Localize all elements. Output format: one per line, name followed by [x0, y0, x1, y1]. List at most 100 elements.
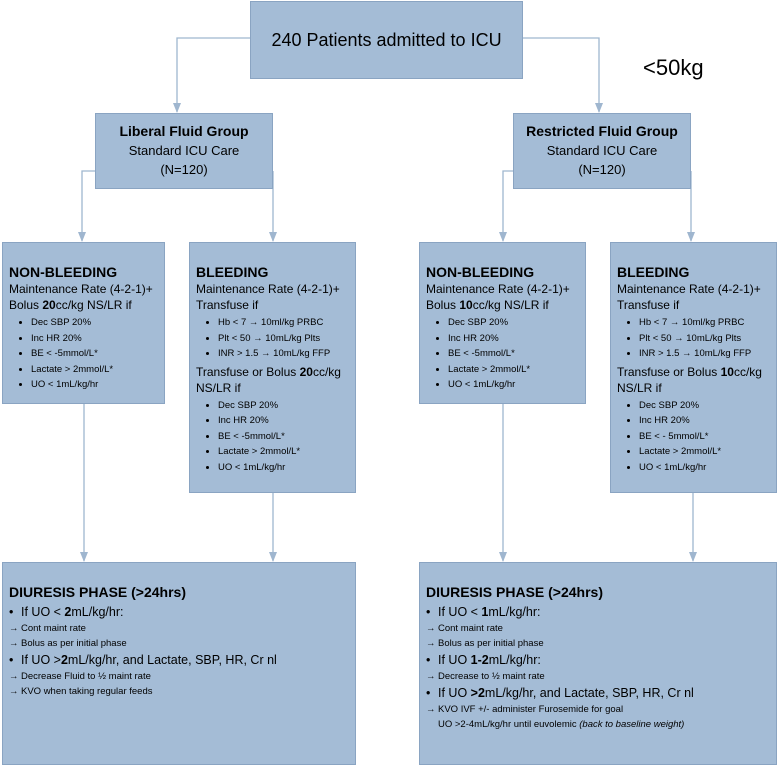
liberal-nonbleeding-criteria: Dec SBP 20% Inc HR 20% BE < -5mmol/L* La… — [9, 315, 158, 393]
restricted-group-n: (N=120) — [578, 162, 626, 177]
liberal-bleeding-maintenance: Maintenance Rate (4-2-1)+ — [196, 282, 340, 296]
liberal-group-subtitle: Standard ICU Care — [128, 143, 240, 158]
arrow-right-icon: → — [426, 623, 436, 634]
criteria-item: Lactate > 2mmol/L* — [31, 362, 158, 378]
liberal-group-box: Liberal Fluid Group Standard ICU Care (N… — [95, 113, 273, 189]
liberal-group-n: (N=120) — [160, 162, 208, 177]
condition-threshold: 1 — [481, 605, 489, 619]
tb-prefix: Transfuse or Bolus — [617, 364, 721, 379]
restricted-nonbleeding-bolus: Bolus 10cc/kg NS/LR if — [426, 297, 579, 313]
condition-suffix: mL/kg/hr: — [71, 605, 124, 619]
restricted-diuresis-action-4: →KVO IVF +/- administer Furosemide for g… — [426, 702, 770, 717]
restricted-group-subtitle: Standard ICU Care — [546, 143, 658, 158]
connector-top-to-restricted — [523, 37, 603, 113]
liberal-diuresis-title: DIURESIS PHASE (>24hrs) — [9, 584, 186, 600]
action-note: (back to baseline weight) — [579, 719, 685, 730]
transfuse-item: INR > 1.5 → 10mL/kg FFP — [218, 346, 349, 362]
condition-suffix: mL/kg/hr: — [488, 653, 541, 667]
liberal-nonbleeding-bolus: Bolus 20cc/kg NS/LR if — [9, 297, 158, 313]
icu-admission-title: 240 Patients admitted to ICU — [271, 29, 502, 50]
restricted-diuresis-title: DIURESIS PHASE (>24hrs) — [426, 584, 603, 600]
restricted-group-box: Restricted Fluid Group Standard ICU Care… — [513, 113, 691, 189]
bolus-prefix: Bolus — [9, 298, 43, 312]
tb-suffix: cc/kg — [312, 364, 341, 379]
action-text: Decrease Fluid to ½ maint rate — [21, 671, 151, 682]
transfuse-item: Hb < 7 → 10ml/kg PRBC — [639, 315, 770, 331]
criteria-item: Inc HR 20% — [31, 331, 158, 347]
criteria-item: UO < 1mL/kg/hr — [639, 460, 770, 476]
tb-volume: 20 — [299, 364, 313, 379]
tb-volume: 10 — [720, 364, 734, 379]
restricted-nonbleeding-box: NON-BLEEDING Maintenance Rate (4-2-1)+ B… — [419, 242, 586, 404]
liberal-nonbleeding-maintenance: Maintenance Rate (4-2-1)+ — [9, 282, 153, 296]
criteria-item: Dec SBP 20% — [639, 398, 770, 414]
liberal-bleeding-transfuse-criteria: Hb < 7 → 10ml/kg PRBC Plt < 50 → 10mL/kg… — [196, 315, 349, 362]
arrow-right-icon: → — [9, 671, 19, 682]
restricted-bleeding-ns-lr: NS/LR if — [617, 380, 662, 395]
bullet-icon: • — [426, 686, 431, 700]
tb-prefix: Transfuse or Bolus — [196, 364, 300, 379]
transfuse-item: Hb < 7 → 10ml/kg PRBC — [218, 315, 349, 331]
criteria-item: Inc HR 20% — [639, 413, 770, 429]
liberal-diuresis-action-2: →Bolus as per initial phase — [9, 636, 349, 651]
criteria-item: Lactate > 2mmol/L* — [448, 362, 579, 378]
arrow-right-icon: → — [426, 671, 436, 682]
restricted-bleeding-transfuse-criteria: Hb < 7 → 10ml/kg PRBC Plt < 50 → 10mL/kg… — [617, 315, 770, 362]
condition-suffix: mL/kg/hr: — [488, 605, 541, 619]
liberal-bleeding-criteria: Dec SBP 20% Inc HR 20% BE < -5mmol/L* La… — [196, 398, 349, 476]
condition-prefix: If UO — [438, 653, 471, 667]
restricted-diuresis-condition-2: •If UO 1-2mL/kg/hr: — [426, 651, 770, 669]
transfuse-item: Plt < 50 → 10mL/kg Plts — [218, 331, 349, 347]
liberal-bleeding-transfuse-if: Transfuse if — [196, 298, 259, 312]
restricted-bleeding-criteria: Dec SBP 20% Inc HR 20% BE < - 5mmol/L* L… — [617, 398, 770, 476]
restricted-nonbleeding-criteria: Dec SBP 20% Inc HR 20% BE < -5mmol/L* La… — [426, 315, 579, 393]
criteria-item: BE < - 5mmol/L* — [639, 429, 770, 445]
weight-note: <50kg — [643, 55, 704, 80]
criteria-item: Dec SBP 20% — [31, 315, 158, 331]
restricted-diuresis-action-2: →Bolus as per initial phase — [426, 636, 770, 651]
bolus-volume: 10 — [459, 298, 473, 312]
action-text: Bolus as per initial phase — [438, 638, 544, 649]
criteria-item: BE < -5mmol/L* — [218, 429, 349, 445]
restricted-bleeding-box: BLEEDING Maintenance Rate (4-2-1)+ Trans… — [610, 242, 777, 493]
condition-prefix: If UO < — [438, 605, 482, 619]
bolus-suffix: cc/kg NS/LR if — [55, 298, 132, 312]
restricted-diuresis-action-1: →Cont maint rate — [426, 621, 770, 636]
transfuse-item: Plt < 50 → 10mL/kg Plts — [639, 331, 770, 347]
restricted-diuresis-condition-3: •If UO >2mL/kg/hr, and Lactate, SBP, HR,… — [426, 684, 770, 702]
action-text: Cont maint rate — [438, 623, 503, 634]
restricted-bleeding-transfuse-if: Transfuse if — [617, 298, 680, 312]
liberal-bleeding-title: BLEEDING — [196, 264, 269, 280]
bolus-prefix: Bolus — [426, 298, 460, 312]
condition-suffix: mL/kg/hr, and Lactate, SBP, HR, Cr nl — [67, 653, 277, 667]
liberal-bleeding-box: BLEEDING Maintenance Rate (4-2-1)+ Trans… — [189, 242, 356, 493]
liberal-diuresis-action-4: →KVO when taking regular feeds — [9, 684, 349, 699]
liberal-diuresis-box: DIURESIS PHASE (>24hrs) •If UO < 2mL/kg/… — [2, 562, 356, 765]
action-text: KVO IVF +/- administer Furosemide for go… — [438, 704, 624, 715]
criteria-item: Lactate > 2mmol/L* — [639, 444, 770, 460]
arrow-right-icon: → — [426, 704, 436, 715]
restricted-group-title: Restricted Fluid Group — [526, 123, 678, 139]
condition-prefix: If UO — [438, 686, 471, 700]
arrow-right-icon: → — [9, 638, 19, 649]
condition-prefix: If UO > — [21, 653, 61, 667]
bullet-icon: • — [9, 653, 14, 667]
connector-liberal-to-nonbleeding — [78, 170, 95, 242]
arrow-right-icon: → — [9, 623, 19, 634]
criteria-item: BE < -5mmol/L* — [31, 346, 158, 362]
criteria-item: UO < 1mL/kg/hr — [31, 377, 158, 393]
condition-threshold: 1-2 — [470, 653, 489, 667]
criteria-item: Lactate > 2mmol/L* — [218, 444, 349, 460]
arrow-right-icon: → — [9, 686, 19, 697]
restricted-nonbleeding-maintenance: Maintenance Rate (4-2-1)+ — [426, 282, 570, 296]
restricted-diuresis-action-3: →Decrease to ½ maint rate — [426, 669, 770, 684]
criteria-item: Dec SBP 20% — [218, 398, 349, 414]
condition-threshold: 2 — [60, 653, 68, 667]
liberal-diuresis-condition-2: • If UO >2mL/kg/hr, and Lactate, SBP, HR,… — [9, 651, 349, 669]
liberal-diuresis-action-3: →Decrease Fluid to ½ maint rate — [9, 669, 349, 684]
arrow-right-icon: → — [426, 638, 436, 649]
connector-top-to-liberal — [173, 37, 250, 113]
criteria-item: UO < 1mL/kg/hr — [448, 377, 579, 393]
criteria-item: Inc HR 20% — [448, 331, 579, 347]
condition-suffix: mL/kg/hr, and Lactate, SBP, HR, Cr nl — [484, 686, 694, 700]
